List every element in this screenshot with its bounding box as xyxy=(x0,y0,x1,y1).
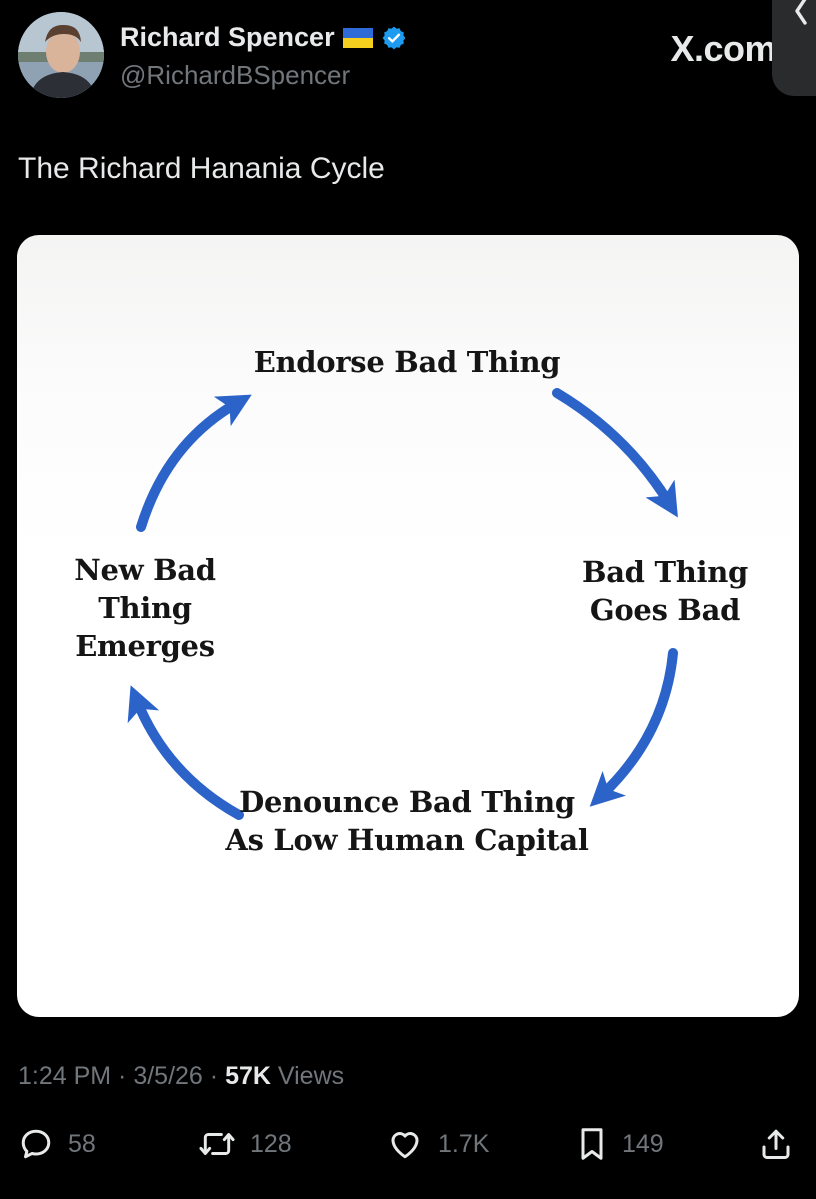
tweet-image[interactable]: Endorse Bad Thing Bad Thing Goes Bad Den… xyxy=(17,235,799,1017)
avatar-photo xyxy=(18,12,104,98)
repost-count: 128 xyxy=(250,1129,292,1158)
cycle-step-denounce: Denounce Bad Thing As Low Human Capital xyxy=(207,783,607,859)
bookmark-button[interactable]: 149 xyxy=(576,1120,664,1168)
reply-count: 58 xyxy=(68,1129,96,1158)
site-label: X.com xyxy=(670,28,776,69)
cycle-step-text: As Low Human Capital xyxy=(225,823,589,857)
avatar[interactable] xyxy=(18,12,104,98)
meta-separator: · xyxy=(202,1062,226,1090)
author-name-row: Richard Spencer xyxy=(120,22,407,53)
cycle-arrow-4 xyxy=(136,394,252,532)
cycle-step-text: Goes Bad xyxy=(589,593,741,627)
tweet-time[interactable]: 1:24 PM xyxy=(18,1062,112,1090)
share-button[interactable] xyxy=(758,1120,794,1168)
views-count: 57K xyxy=(225,1062,271,1090)
chevron-left-icon xyxy=(795,0,807,25)
meta-separator: · xyxy=(111,1062,134,1090)
cycle-arrow-3 xyxy=(127,685,244,820)
author-handle[interactable]: @RichardBSpencer xyxy=(120,60,351,90)
like-count: 1.7K xyxy=(438,1129,490,1158)
like-button[interactable]: 1.7K xyxy=(386,1120,489,1168)
tweet-meta: 1:24 PM · 3/5/26 · 57K Views xyxy=(18,1062,344,1091)
repost-button[interactable]: 128 xyxy=(198,1120,292,1168)
ukraine-flag-icon xyxy=(342,27,373,48)
action-bar: 58 128 1.7K 149 xyxy=(0,1120,816,1168)
heart-icon xyxy=(391,1132,419,1159)
tweet-text: The Richard Hanania Cycle xyxy=(18,152,385,185)
cycle-step-new-bad-thing: New Bad Thing Emerges xyxy=(45,551,245,665)
views-label: Views xyxy=(270,1062,345,1090)
cycle-step-text: Bad Thing xyxy=(581,555,749,589)
cycle-diagram xyxy=(127,388,678,820)
cycle-arrow-2 xyxy=(589,648,678,807)
cycle-step-goes-bad: Bad Thing Goes Bad xyxy=(565,553,765,629)
cycle-step-text: Endorse Bad Thing xyxy=(253,345,561,379)
reply-button[interactable]: 58 xyxy=(18,1120,96,1168)
reply-icon xyxy=(21,1129,51,1159)
cycle-step-text: Denounce Bad Thing xyxy=(239,785,575,819)
verified-badge-icon[interactable] xyxy=(381,25,407,51)
cycle-step-text: Emerges xyxy=(75,629,215,663)
tweet-date[interactable]: 3/5/26 xyxy=(133,1062,203,1090)
cycle-step-text: New Bad xyxy=(74,553,216,587)
cycle-step-text: Thing xyxy=(98,591,192,625)
bookmark-icon xyxy=(581,1128,603,1160)
bookmark-count: 149 xyxy=(622,1129,664,1158)
share-icon xyxy=(762,1129,790,1159)
cycle-step-endorse: Endorse Bad Thing xyxy=(207,343,607,381)
cycle-arrow-1 xyxy=(552,388,678,518)
side-panel-tab[interactable] xyxy=(772,0,816,96)
repost-icon xyxy=(199,1133,235,1155)
author-display-name[interactable]: Richard Spencer xyxy=(120,22,335,52)
